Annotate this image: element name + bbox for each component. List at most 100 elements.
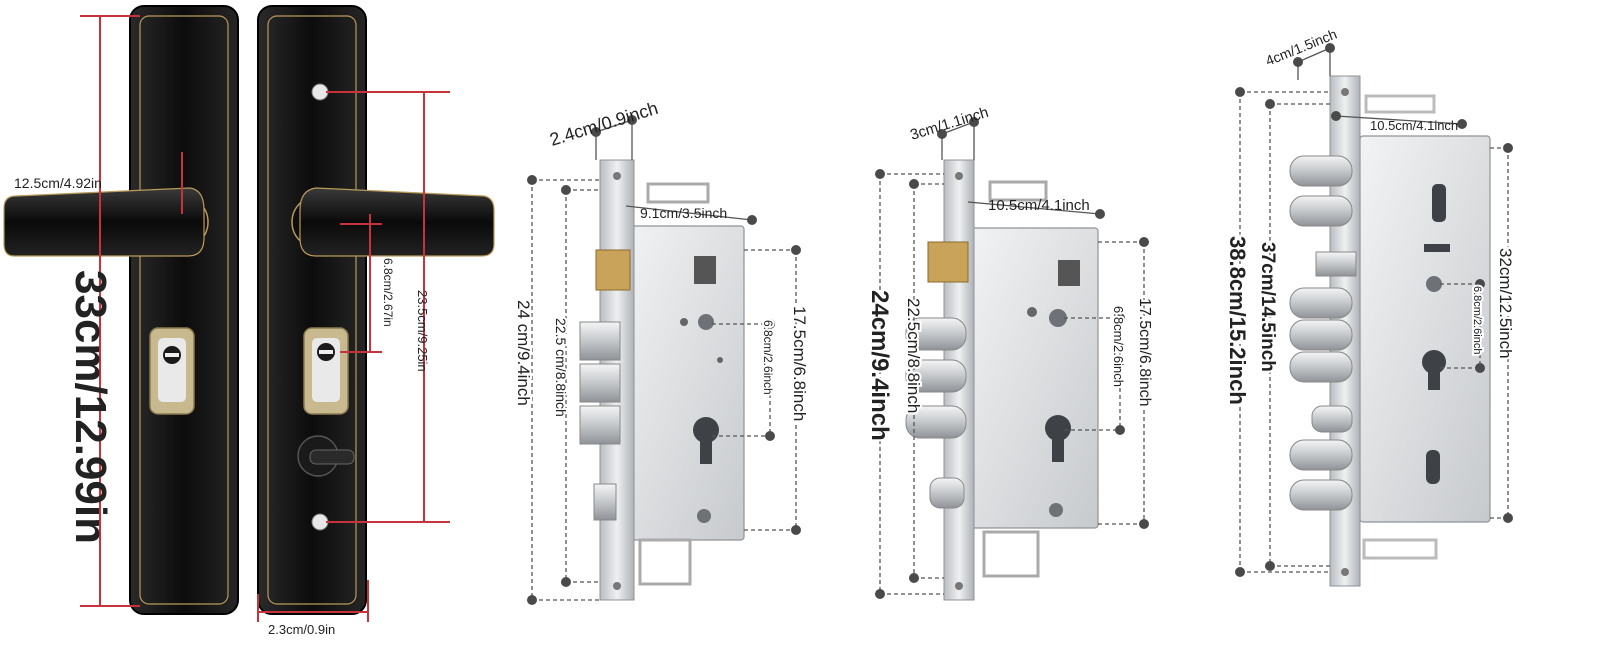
screw-hole-bottom — [311, 513, 329, 531]
label-backset: 10.5cm/4.1inch — [988, 197, 1090, 214]
dim-dot — [1503, 513, 1513, 523]
aux-latch — [1311, 405, 1353, 433]
round-bolt — [1289, 287, 1353, 319]
dim-dot — [561, 577, 571, 587]
dim-dot — [1139, 237, 1149, 247]
label-case-outer: 22.5cm/8.8inch — [904, 298, 923, 413]
label-spindle-cylinder: 6.8cm/2.6inch — [1111, 306, 1126, 387]
dim-line-backset — [625, 205, 753, 221]
label-spindle-cylinder: 6.8cm/2.6inch — [761, 320, 775, 395]
dim-dot — [937, 129, 947, 139]
label-faceplate-length: 24cm/9.4inch — [866, 290, 893, 441]
dim-line-plate-width — [257, 580, 369, 622]
case-hole — [697, 509, 711, 523]
case-slot — [1432, 184, 1446, 222]
label-case-height: 32cm/12.5inch — [1496, 248, 1515, 359]
dim-line-backset — [1335, 115, 1463, 125]
latch-bolt-brass — [927, 241, 969, 283]
dim-dot — [909, 573, 919, 583]
label-total-height: 33cm/12.99in — [66, 270, 115, 544]
round-bolt — [905, 317, 967, 351]
round-bolt — [1289, 479, 1353, 511]
dim-dot — [1457, 119, 1467, 129]
dead-bolt — [579, 405, 621, 445]
thumb-turn-knob — [309, 449, 355, 465]
handle-set: 33cm/12.99in 12.5cm/4.92in 6.8cm/2.67in … — [3, 5, 495, 637]
label-faceplate-length: 24 cm/9.4inch — [514, 300, 533, 406]
dim-dot — [1293, 57, 1303, 67]
dim-dot — [1095, 209, 1105, 219]
label-faceplate-width: 2.4cm/0.9inch — [547, 98, 660, 150]
dead-bolt — [579, 321, 621, 361]
label-case-outer: 37cm/14.5inch — [1257, 242, 1278, 372]
lock-body-1: 2.4cm/0.9inch 9.1cm/3.5inch 24 cm/9.4inc… — [512, 98, 811, 605]
dim-dot — [1265, 561, 1275, 571]
label-hole-to-cylinder: 6.8cm/2.67in — [381, 258, 395, 327]
dim-line-case-outer — [1269, 103, 1330, 567]
aux-latch — [593, 483, 617, 521]
dim-dot — [909, 179, 919, 189]
lock-case — [1359, 135, 1491, 523]
label-hole-spacing: 23.5cm/9.25in — [415, 290, 430, 372]
round-bolt — [905, 405, 967, 439]
label-backset: 10.5cm/4.1inch — [1370, 118, 1458, 133]
top-bracket — [1364, 94, 1436, 114]
cylinder-hole-slot — [1052, 436, 1064, 462]
cylinder-hole-slot — [1428, 368, 1440, 390]
spindle-hub — [1058, 260, 1080, 286]
dim-dot — [561, 185, 571, 195]
dim-line-total-height — [80, 15, 140, 607]
dim-dot — [1331, 111, 1341, 121]
spindle-hub — [694, 256, 716, 284]
aux-latch — [929, 477, 965, 509]
dim-dot — [1503, 143, 1513, 153]
round-bolt — [1289, 319, 1353, 351]
latch-bolt-brass — [595, 249, 631, 291]
latch-bracket — [646, 182, 710, 204]
round-bolt — [1289, 195, 1353, 227]
round-bolt — [905, 359, 967, 393]
round-bolt — [1289, 439, 1353, 471]
faceplate-screw — [1341, 568, 1349, 576]
lever-handle-left — [3, 187, 205, 257]
label-faceplate-width: 3cm/1.1inch — [908, 104, 990, 144]
dim-dot — [1325, 43, 1335, 53]
dim-dot — [765, 319, 775, 329]
dim-dot — [1139, 519, 1149, 529]
handle-plate-front-trim — [139, 15, 229, 605]
round-bolt — [1289, 155, 1353, 187]
dim-dot — [875, 589, 885, 599]
latch-bolt — [1315, 251, 1357, 277]
cylinder-hole-slot — [700, 438, 712, 464]
dim-dot — [527, 595, 537, 605]
bottom-bracket — [982, 530, 1040, 578]
dim-line-case-height — [744, 249, 797, 531]
latch-bracket — [988, 180, 1048, 202]
dim-dot — [791, 245, 801, 255]
dim-line-faceplate-length — [1239, 91, 1330, 573]
dim-line-faceplate-length — [879, 173, 944, 595]
spindle-hole — [1426, 276, 1442, 292]
case-hole — [1049, 503, 1063, 517]
screw-hole-top — [311, 83, 329, 101]
handle-plate-front — [129, 5, 239, 615]
dim-dot — [791, 525, 801, 535]
spindle-hole — [698, 314, 714, 330]
label-faceplate-length: 38.8cm/15.2inch — [1225, 236, 1250, 405]
dim-dot — [1475, 363, 1485, 373]
dim-line-backset — [967, 201, 1101, 215]
case-hole — [1027, 307, 1037, 317]
cylinder-slot — [319, 350, 333, 354]
dim-dot — [969, 117, 979, 127]
dim-dot — [747, 215, 757, 225]
lever-handle-right — [299, 187, 495, 257]
dead-bolt — [579, 363, 621, 403]
faceplate-screw — [1341, 88, 1349, 96]
faceplate-screw — [955, 172, 963, 180]
label-backset: 9.1cm/3.5inch — [640, 205, 727, 221]
faceplate-screw — [613, 172, 621, 180]
dim-dot — [765, 431, 775, 441]
label-handle-length: 12.5cm/4.92in — [14, 175, 102, 191]
dim-dot — [875, 169, 885, 179]
